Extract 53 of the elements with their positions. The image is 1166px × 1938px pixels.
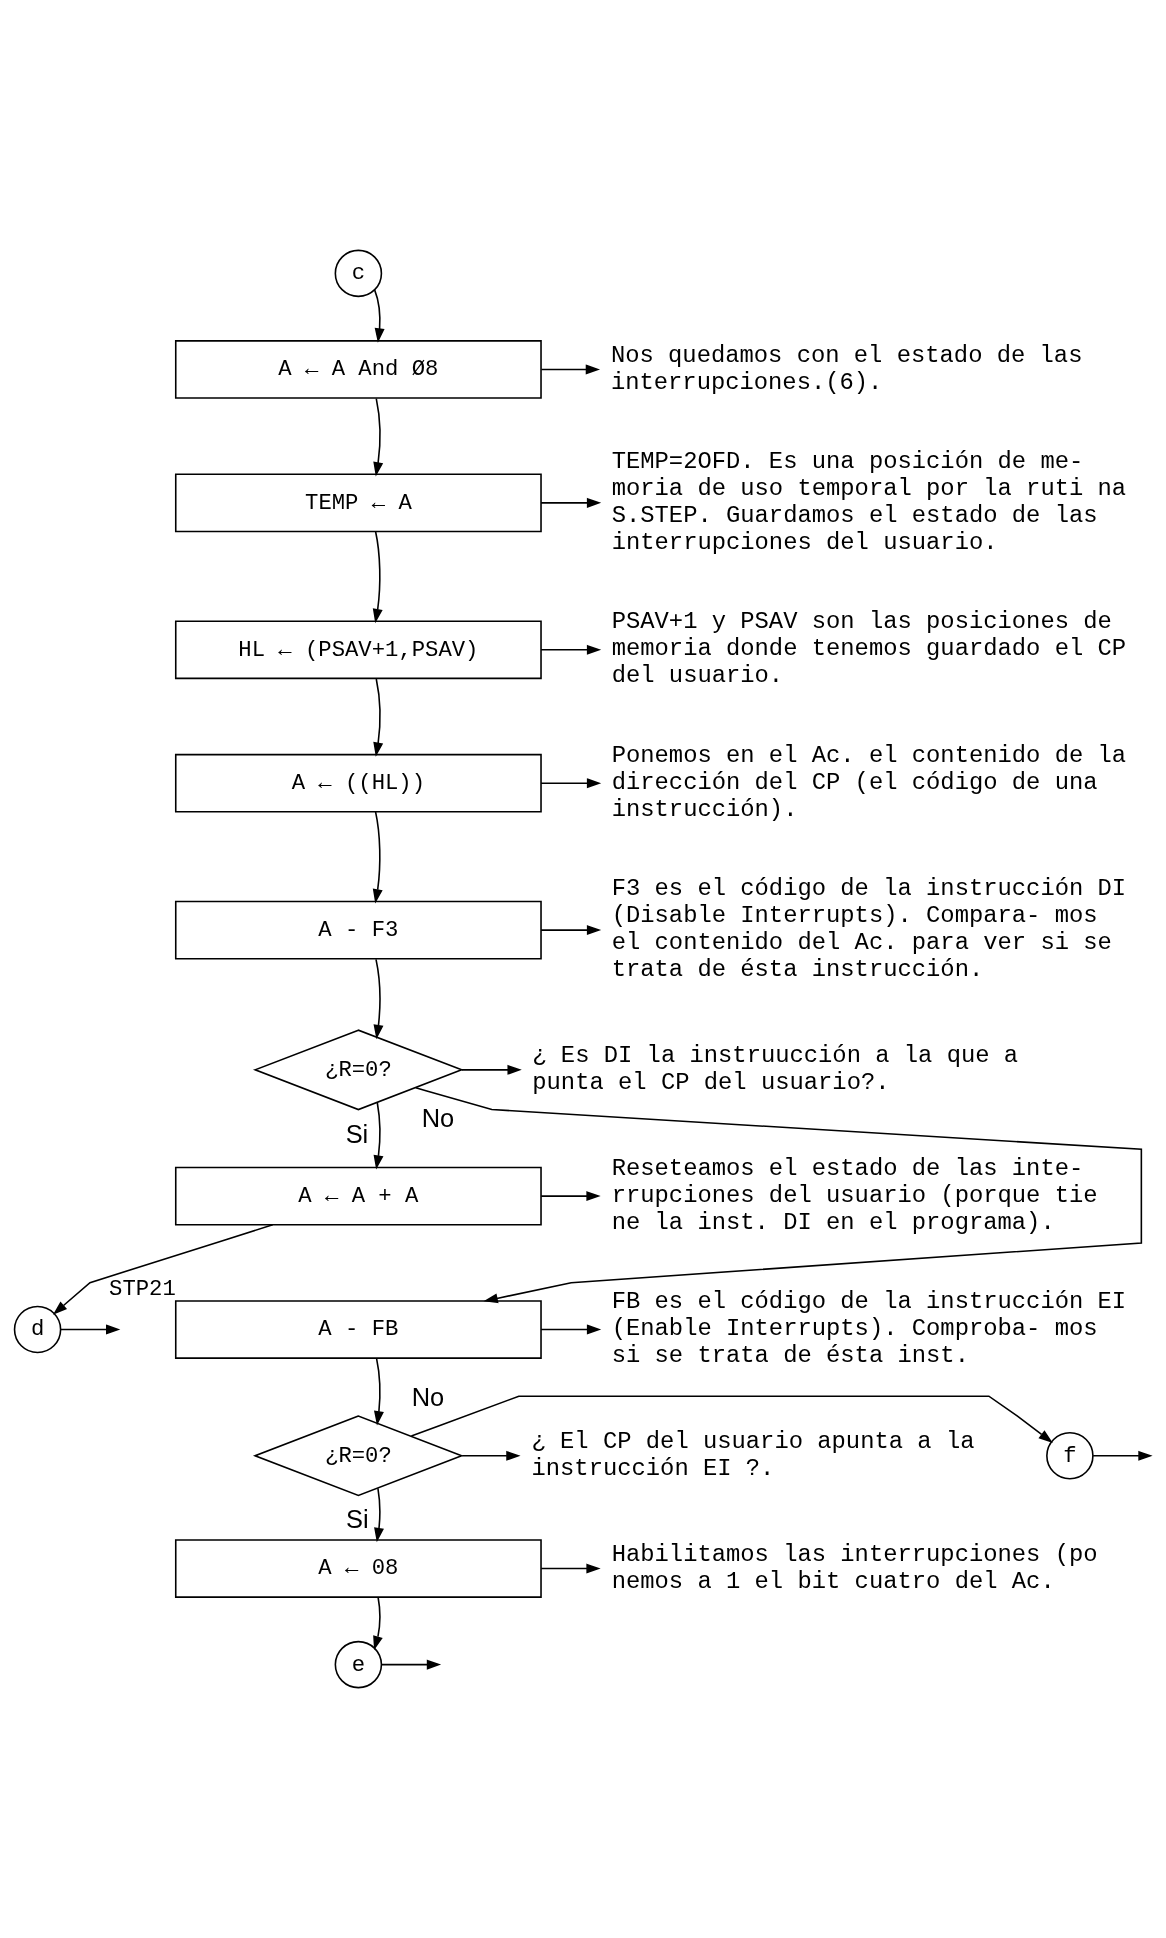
edge-label: Si [346,1505,369,1534]
node-text: Habilitamos las interrupciones (po nemos a 1 el bit cuatro del Ac. [611,1540,1098,1595]
arrow [1092,1450,1153,1461]
node-circle: c [334,249,383,298]
arrow [540,1563,601,1574]
arrow [372,811,383,904]
arrow [374,1487,384,1543]
node-box: TEMP ← A [174,473,542,533]
node-box: A ← ((HL)) [174,753,542,813]
arrow [373,1101,384,1170]
arrow [461,1450,521,1461]
node-text: PSAV+1 y PSAV son las posiciones de memoria donde tenemos guardado el CP del usuario. [611,608,1127,690]
node-text: ¿ Es DI la instruucción a la que a punta el CP del usuario?. [532,1041,1019,1096]
node-box: A ← 08 [174,1539,542,1598]
edge-label: Si [345,1119,369,1148]
node-text: TEMP=2OFD. Es una posición de me- moria de uso temporal por la ruti na S.STEP. Guardamos el estado de las interrupciones del usuario. [611,447,1127,556]
arrow [373,397,384,477]
arrow [540,778,602,789]
arrow [540,925,602,936]
node-circle: f [1046,1431,1094,1480]
arrow [52,1224,274,1315]
arrow [373,1357,384,1426]
arrow [540,364,601,375]
arrow [373,1596,383,1651]
node-circle: e [334,1640,383,1689]
node-box: A ← A And Ø8 [174,340,542,399]
node-text: Nos quedamos con el estado de las interrupciones.(6). [610,341,1083,396]
arrow [373,958,384,1040]
arrow [414,1087,1143,1304]
node-text: F3 es el código de la instrucción DI (Disable Interrupts). Compara- mos el contenido del Ac. para ver si se trata de ésta instrucción. [611,875,1127,984]
node-circle: d [13,1305,62,1354]
arrow [380,1659,442,1670]
arrow [540,644,602,655]
arrow [60,1324,121,1335]
arrow [410,1395,1053,1443]
node-text: Reseteamos el estado de las inte- rrupciones del usuario (porque tie ne la inst. DI en el programa). [611,1154,1098,1236]
node-box: A - F3 [174,900,542,960]
node-diamond: ¿R=0? [252,1415,464,1497]
arrow [540,1324,602,1335]
node-box: HL ← (PSAV+1,PSAV) [174,620,542,680]
node-label: STP21 [109,1275,176,1302]
arrow [373,678,384,757]
arrow [540,1191,601,1202]
edge-label: No [411,1383,445,1412]
node-text: ¿ El CP del usuario apunta a la instrucción EI ?. [531,1427,975,1482]
arrow [540,497,602,508]
node-text: Ponemos en el Ac. el contenido de la dirección del CP (el código de una instrucción). [611,741,1127,823]
arrow [460,1064,522,1075]
node-box: A ← A + A [174,1166,542,1226]
arrow [372,530,383,624]
node-box: A - FB [174,1300,542,1359]
arrow [373,289,385,343]
node-text: FB es el código de la instrucción EI (Enable Interrupts). Comproba- mos si se trata de ésta inst. [611,1288,1127,1370]
